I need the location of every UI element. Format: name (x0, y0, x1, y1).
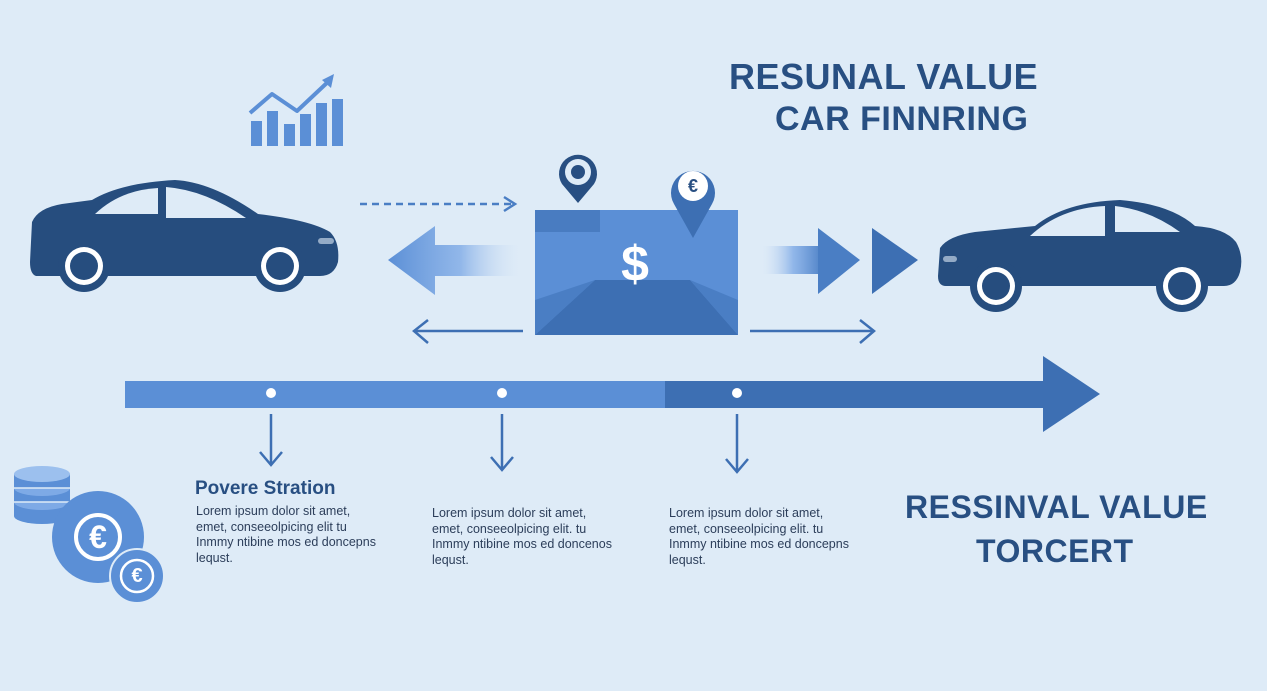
growth-chart-icon (248, 74, 343, 146)
envelope-icon (535, 210, 738, 335)
thin-right-arrow (750, 319, 876, 344)
step-3-text: Lorem ipsum dolor sit amet, emet, consee… (669, 506, 849, 567)
small-coin-icon (109, 548, 165, 604)
left-car-icon (30, 180, 339, 292)
dashed-arrow (360, 195, 518, 213)
coin-stack-icon (14, 466, 70, 524)
location-pin-icon (559, 154, 597, 203)
right-car-icon (938, 200, 1242, 312)
down-arrow-2 (490, 414, 514, 472)
euro-pin-symbol: € (687, 176, 698, 196)
down-arrow-1 (259, 414, 283, 467)
down-arrow-3 (725, 414, 749, 474)
large-coin-symbol: € (89, 519, 107, 555)
main-title-line1: RESUNAL VALUE (729, 56, 1039, 97)
step-2-text: Lorem ipsum dolor sit amet, emet, consee… (432, 506, 612, 567)
thin-left-arrow (412, 319, 523, 344)
footer-title-line2: TORCERT (976, 533, 1134, 569)
step-1-text: Lorem ipsum dolor sit amet, emet, consee… (196, 504, 376, 565)
dollar-symbol: $ (621, 236, 649, 292)
timeline (125, 356, 1100, 432)
main-title-line2: CAR FINNRING (775, 100, 1029, 138)
footer-title-line1: RESSINVAL VALUE (905, 489, 1208, 525)
left-flow-arrow (388, 226, 520, 295)
euro-pin-icon (671, 170, 715, 238)
small-coin-symbol: € (131, 565, 143, 587)
step-1-title: Povere Stration (195, 478, 336, 499)
right-flow-arrow (762, 228, 918, 294)
